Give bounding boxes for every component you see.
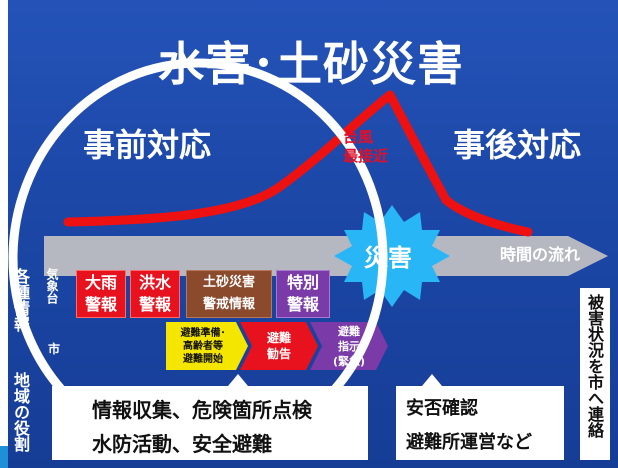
slide-title: 水害･土砂災害 [158, 37, 464, 91]
risk-curve [63, 90, 533, 237]
edge-accent-bar [0, 446, 8, 468]
time-flow-arrow [44, 236, 608, 276]
typhoon-closest-label: 台風 最接近 [343, 128, 389, 165]
meteorological-office-label: 気象台 [45, 268, 59, 304]
disaster-slide: { "title": "水害･土砂災害", "before_label": "事… [8, 0, 618, 468]
evacuation-advisory-arrow [240, 322, 318, 370]
evacuation-prep-label: 避難準備･ 高齢者等 避難開始 [180, 327, 226, 365]
pre-actions-line2: 水防活動、安全避難 [92, 432, 272, 456]
region-role-side-label: 地域の役割 [11, 372, 30, 452]
post-actions-line1: 安否確認 [406, 398, 478, 419]
small-arrow-mid [422, 374, 442, 386]
timeline-graphics [8, 58, 608, 458]
post-actions-line2: 避難所運営など [406, 432, 532, 453]
disaster-label: 災害 [364, 244, 412, 272]
before-response-heading: 事前対応 [83, 126, 212, 164]
evacuation-advisory-label: 避難 勧告 [266, 331, 291, 361]
evacuation-prep-arrow [166, 322, 248, 370]
special-warning: 特別 警報 [276, 270, 330, 318]
evacuation-order-label: 避難 指示 (緊急) [332, 324, 366, 368]
time-flow-label: 時間の流れ [500, 245, 581, 264]
report-damage-text: 被害状況を市へ連絡 [585, 294, 604, 438]
small-arrow-left [228, 374, 248, 386]
pre-actions-line1: 情報収集、危険箇所点検 [92, 398, 312, 422]
disaster-burst [334, 205, 450, 307]
post-disaster-actions-box: 安否確認 避難所運営など [396, 386, 564, 460]
pre-disaster-actions-box: 情報収集、危険箇所点検 水防活動、安全避難 [52, 386, 368, 460]
info-side-label: 各種情報 [11, 268, 30, 332]
report-damage-box: 被害状況を市へ連絡 [580, 288, 610, 460]
heavy-rain-warning: 大雨 警報 [76, 270, 126, 318]
flood-warning: 洪水 警報 [130, 270, 180, 318]
city-label: 市 [48, 342, 61, 356]
after-response-heading: 事後対応 [453, 126, 582, 164]
landslide-alert: 土砂災害 警戒情報 [186, 270, 272, 318]
